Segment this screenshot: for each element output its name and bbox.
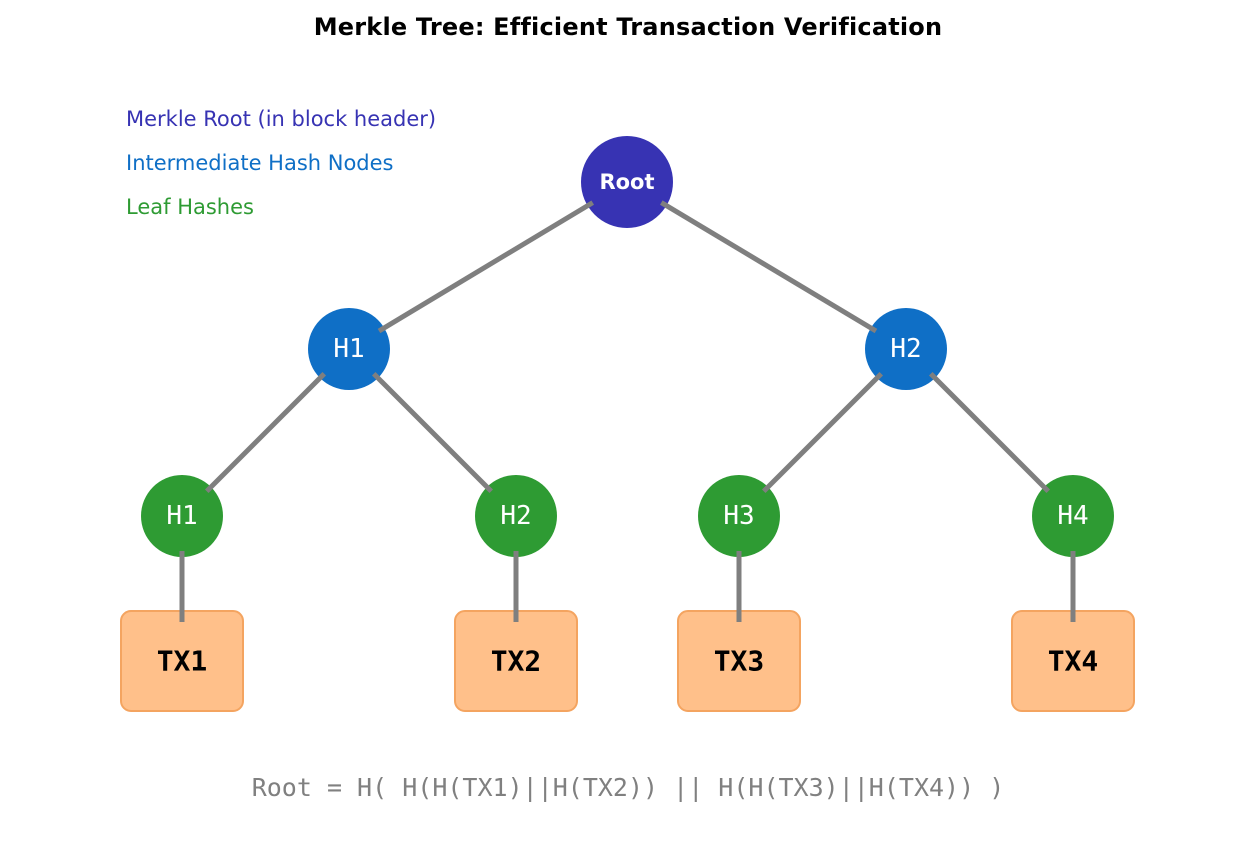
node-label-l3: H3 (723, 501, 754, 531)
node-label-l1: H1 (166, 501, 197, 531)
tx-label-tx3: TX3 (714, 645, 765, 678)
node-label-l4: H4 (1057, 501, 1088, 531)
edge-m1-l2 (371, 371, 494, 494)
node-label-root: Root (599, 170, 654, 194)
edge-m2-l3 (761, 371, 884, 494)
node-label-l2: H2 (500, 501, 531, 531)
node-m1 (308, 308, 390, 390)
node-label-m1: H1 (333, 334, 364, 364)
tx-label-tx4: TX4 (1048, 645, 1099, 678)
root-hash-formula: Root = H( H(H(TX1)||H(TX2)) || H(H(TX3)|… (251, 773, 1005, 802)
edge-root-m1 (377, 200, 594, 334)
legend-item-0: Merkle Root (in block header) (126, 107, 437, 131)
node-l3 (698, 475, 780, 557)
diagram-title: Merkle Tree: Efficient Transaction Verif… (313, 13, 943, 41)
node-label-m2: H2 (890, 334, 921, 364)
legend: Merkle Root (in block header) Intermediat… (126, 97, 436, 229)
legend-item-1: Intermediate Hash Nodes (126, 151, 394, 175)
edge-m2-l4 (928, 371, 1051, 494)
node-l4 (1032, 475, 1114, 557)
tx-label-tx1: TX1 (157, 645, 208, 678)
node-l1 (141, 475, 223, 557)
edge-m1-l1 (204, 371, 327, 494)
legend-item-2: Leaf Hashes (126, 195, 254, 219)
node-l2 (475, 475, 557, 557)
edge-root-m2 (660, 200, 878, 334)
node-m2 (865, 308, 947, 390)
tx-label-tx2: TX2 (491, 645, 542, 678)
node-root (581, 136, 673, 228)
